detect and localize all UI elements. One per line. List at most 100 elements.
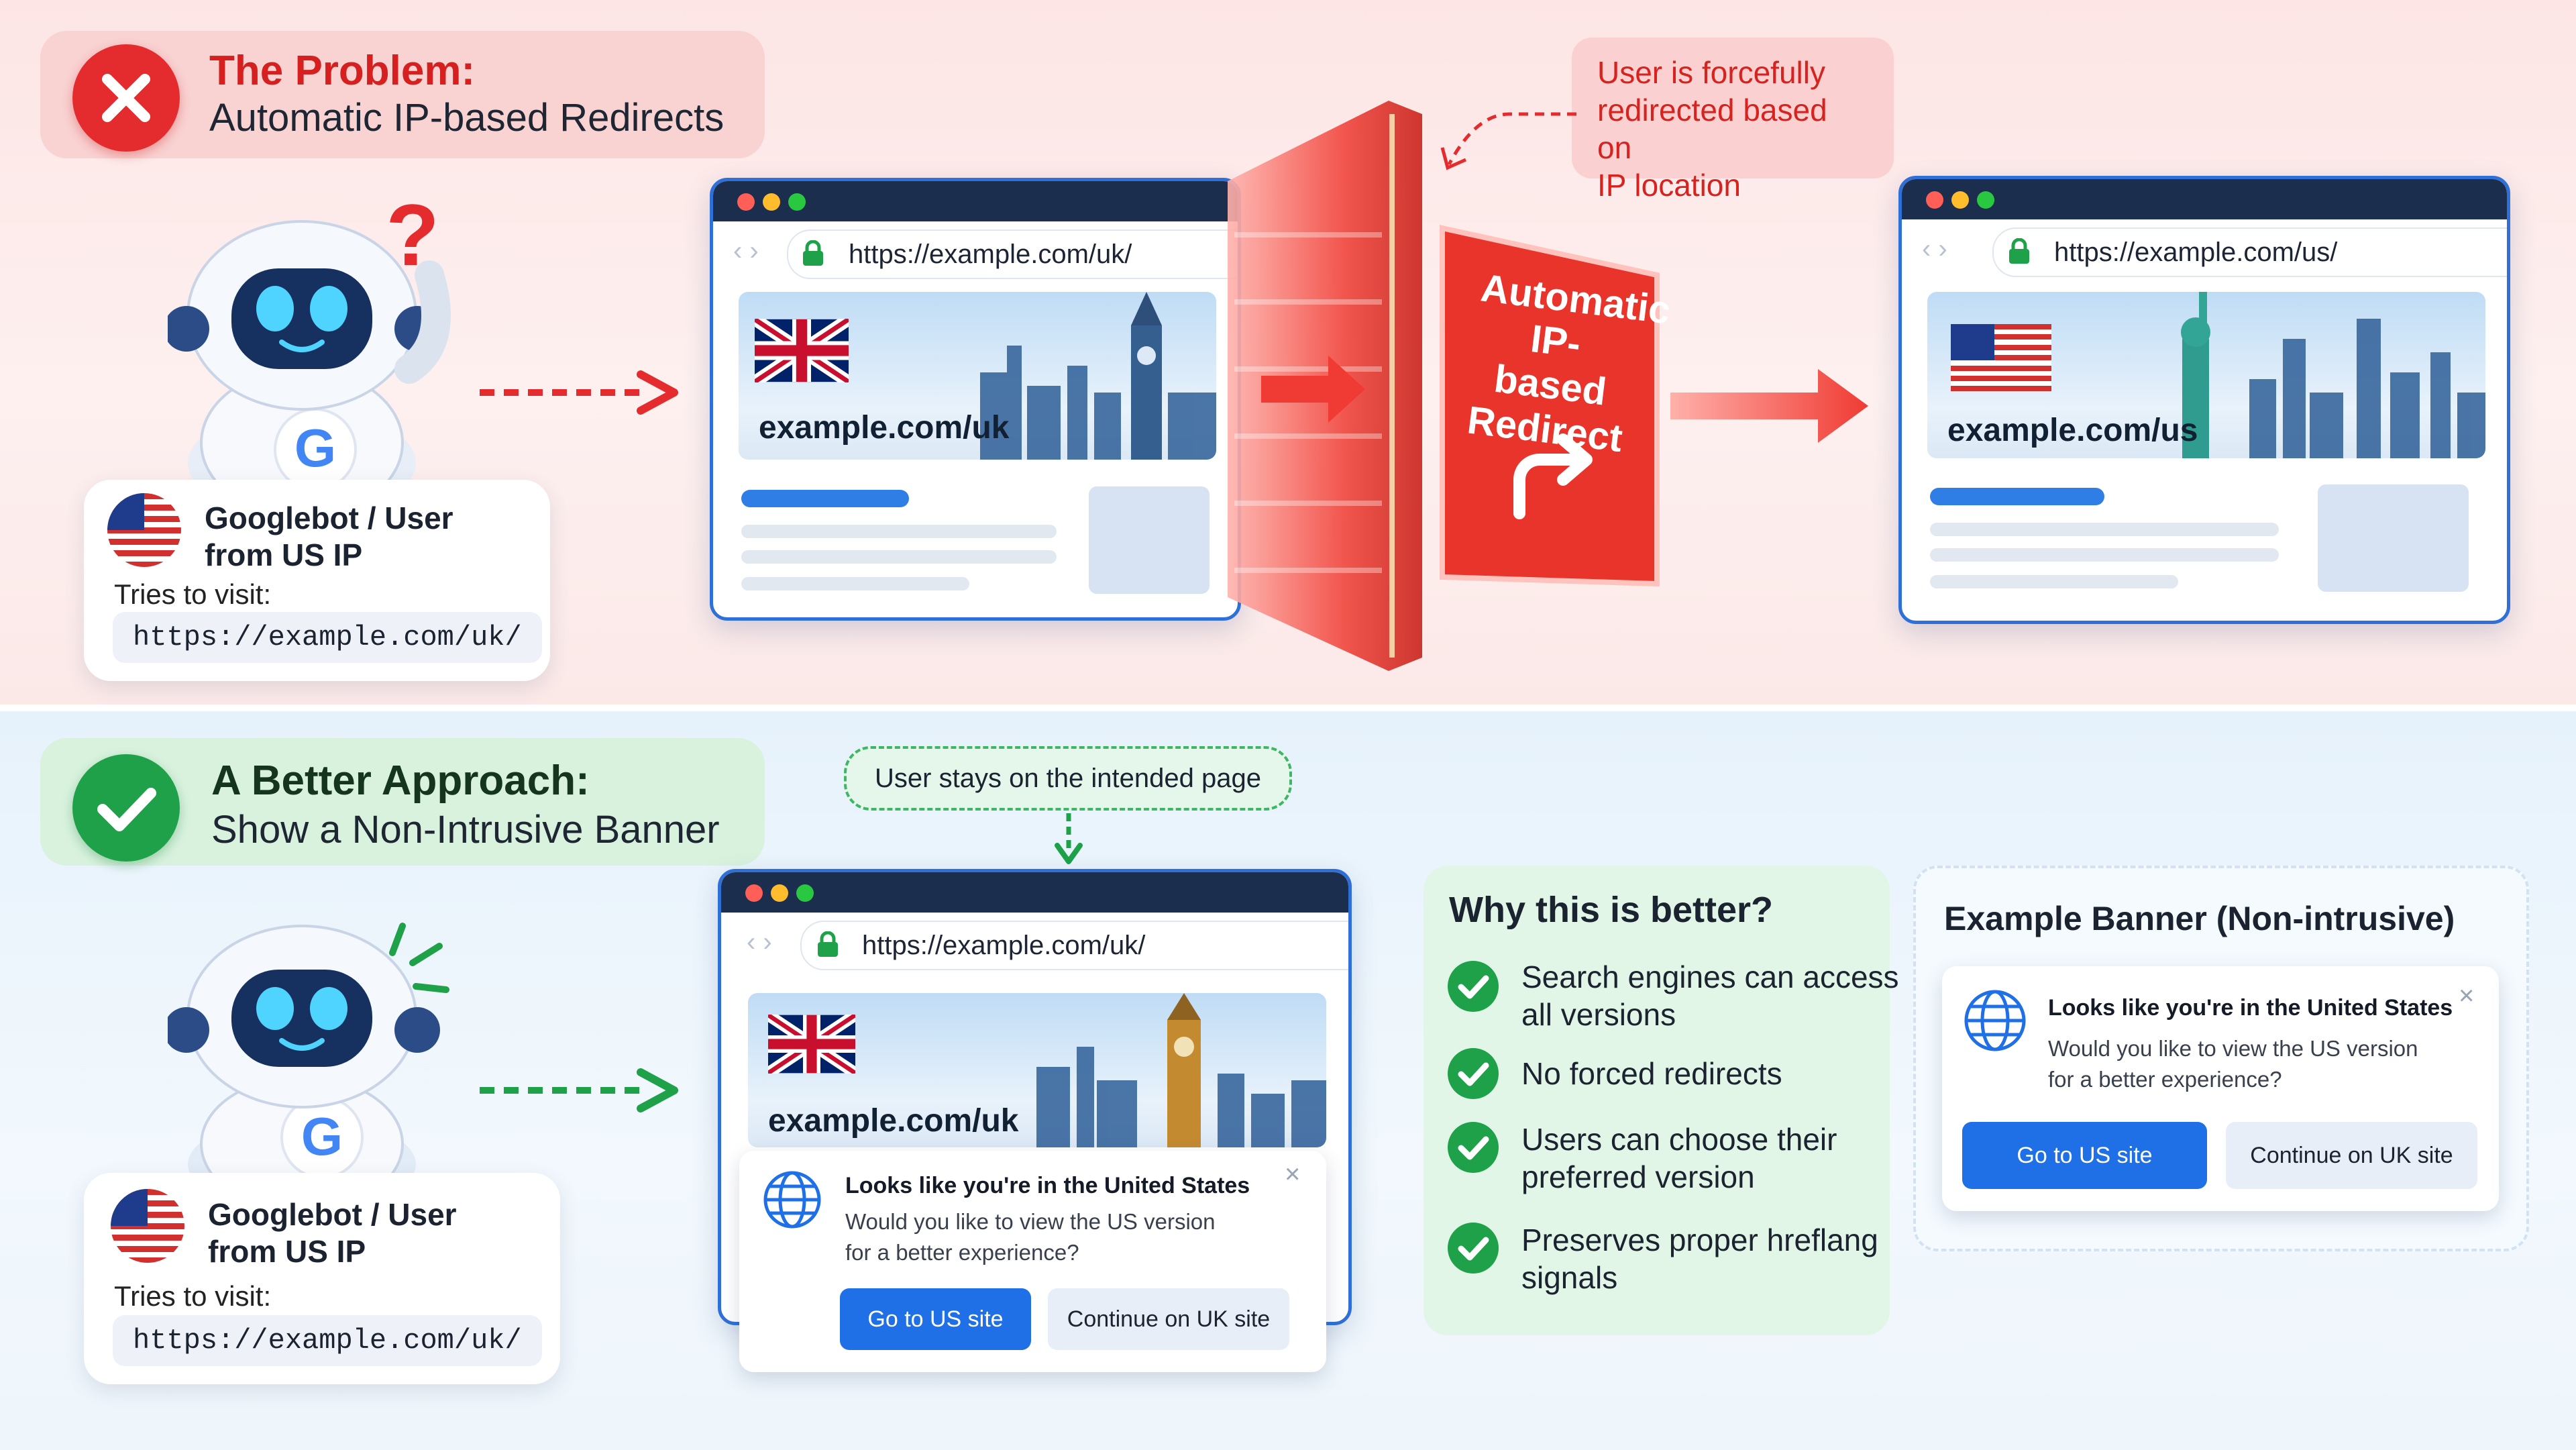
us-flag-icon	[111, 1189, 184, 1263]
question-mark-icon: ?	[382, 186, 443, 284]
content-line	[1930, 575, 2178, 588]
why-item-line-1: Search engines can access	[1521, 960, 1899, 994]
better-title: A Better Approach:	[211, 758, 590, 804]
browser-titlebar	[721, 872, 1348, 913]
minimize-dot[interactable]	[763, 193, 780, 211]
hero-label: example.com/uk	[768, 1103, 1019, 1139]
banner-body-line-2: for a better experience?	[845, 1240, 1079, 1265]
check-icon	[1448, 1122, 1499, 1173]
banner-body-line-1: Would you like to view the US version	[2048, 1036, 2418, 1061]
us-flag-icon	[1951, 324, 2051, 391]
continue-uk-button[interactable]: Continue on UK site	[2226, 1122, 2477, 1189]
user-name: Googlebot / User	[205, 501, 453, 535]
example-title: Example Banner (Non-intrusive)	[1944, 900, 2455, 937]
red-arrow-in	[1261, 349, 1368, 429]
why-item-line-1: No forced redirects	[1521, 1056, 1782, 1091]
maximize-dot[interactable]	[1977, 191, 1994, 209]
hero-image-us: example.com/us	[1927, 292, 2485, 458]
minimize-dot[interactable]	[1951, 191, 1969, 209]
content-thumbnail	[1089, 486, 1210, 594]
continue-uk-button[interactable]: Continue on UK site	[1048, 1288, 1289, 1350]
banner-close-icon[interactable]: ×	[1285, 1159, 1301, 1189]
tries-label: Tries to visit:	[114, 578, 272, 610]
lock-icon	[816, 931, 839, 958]
dashed-arrow-red	[480, 369, 681, 416]
banner-body-line-1: Would you like to view the US version	[845, 1209, 1216, 1234]
section-divider	[0, 705, 2576, 711]
back-forward-icon[interactable]: ‹ ›	[747, 927, 772, 957]
example-banner-title: Looks like you're in the United States	[2048, 995, 2453, 1021]
content-line	[1930, 523, 2279, 536]
example-banner-body: Would you like to view the US version fo…	[2048, 1033, 2418, 1095]
why-item-line-1: Users can choose their	[1521, 1122, 1837, 1157]
lock-icon	[2008, 238, 2031, 265]
go-to-us-button[interactable]: Go to US site	[840, 1288, 1031, 1350]
svg-text:?: ?	[386, 191, 439, 278]
close-dot[interactable]	[745, 884, 763, 902]
check-icon	[72, 754, 180, 862]
why-item-line-2: preferred version	[1521, 1159, 1755, 1194]
sparkle-icon	[386, 919, 453, 1006]
why-panel	[1424, 866, 1890, 1335]
why-item: No forced redirects	[1521, 1055, 1782, 1092]
note-line-3: IP location	[1597, 168, 1741, 203]
content-heading-bar	[741, 490, 909, 507]
go-to-us-button[interactable]: Go to US site	[1962, 1122, 2207, 1189]
user-origin: from US IP	[208, 1234, 366, 1269]
content-heading-bar	[1930, 488, 2104, 505]
svg-text:G: G	[294, 418, 336, 478]
maximize-dot[interactable]	[788, 193, 806, 211]
banner-body: Would you like to view the US version fo…	[845, 1206, 1215, 1268]
banner-close-icon[interactable]: ×	[2459, 981, 2475, 1011]
address-text: https://example.com/uk/	[862, 930, 1146, 960]
user-name: Googlebot / User	[208, 1197, 457, 1232]
redirect-arrow-icon	[1503, 429, 1603, 523]
lock-icon	[802, 240, 824, 267]
banner-body-line-2: for a better experience?	[2048, 1067, 2282, 1092]
hero-image-uk: example.com/uk	[739, 292, 1216, 460]
better-subtitle: Show a Non-Intrusive Banner	[211, 808, 720, 851]
us-flag-icon	[107, 493, 181, 567]
close-dot[interactable]	[1926, 191, 1943, 209]
why-item-line-2: signals	[1521, 1260, 1618, 1295]
uk-flag-icon	[751, 314, 853, 387]
maximize-dot[interactable]	[796, 884, 814, 902]
check-icon	[1448, 1048, 1499, 1099]
why-title: Why this is better?	[1449, 890, 1774, 930]
back-forward-icon[interactable]: ‹ ›	[733, 236, 759, 266]
big-ben-icon	[1131, 292, 1162, 460]
big-ben-icon	[1167, 993, 1201, 1147]
hero-label: example.com/uk	[759, 410, 1010, 446]
redirect-box	[1429, 201, 1670, 590]
banner-title: Looks like you're in the United States	[845, 1173, 1250, 1198]
check-icon	[1448, 1223, 1499, 1274]
why-item-line-2: all versions	[1521, 997, 1676, 1032]
note-pointer-arrow	[1436, 101, 1583, 174]
address-bar[interactable]: https://example.com/uk/	[800, 921, 1348, 970]
address-bar[interactable]: https://example.com/us/	[1992, 227, 2507, 277]
minimize-dot[interactable]	[771, 884, 788, 902]
target-url: https://example.com/uk/	[113, 1315, 542, 1366]
x-icon	[72, 44, 180, 152]
hero-label: example.com/us	[1947, 413, 2198, 448]
down-arrow-green	[1052, 813, 1085, 867]
content-line	[741, 577, 969, 590]
dashed-arrow-green	[480, 1067, 681, 1114]
browser-window-us: ‹ › https://example.com/us/ example.com/…	[1898, 176, 2510, 624]
stay-note: User stays on the intended page	[844, 746, 1292, 811]
back-forward-icon[interactable]: ‹ ›	[1922, 234, 1947, 264]
close-dot[interactable]	[737, 193, 755, 211]
content-line	[1930, 548, 2279, 562]
svg-text:G: G	[301, 1106, 343, 1166]
why-item-line-1: Preserves proper hreflang	[1521, 1223, 1878, 1257]
content-thumbnail	[2318, 484, 2469, 592]
uk-flag-icon	[765, 1010, 859, 1078]
red-arrow-out	[1670, 362, 1872, 450]
robot-icon: G	[164, 909, 463, 1212]
user-origin: from US IP	[205, 537, 363, 572]
redirect-note: User is forcefully redirected based on I…	[1572, 38, 1894, 203]
address-bar[interactable]: https://example.com/uk/	[787, 229, 1238, 279]
tries-label: Tries to visit:	[114, 1280, 272, 1312]
target-url: https://example.com/uk/	[113, 612, 542, 663]
globe-icon	[1962, 988, 2028, 1053]
